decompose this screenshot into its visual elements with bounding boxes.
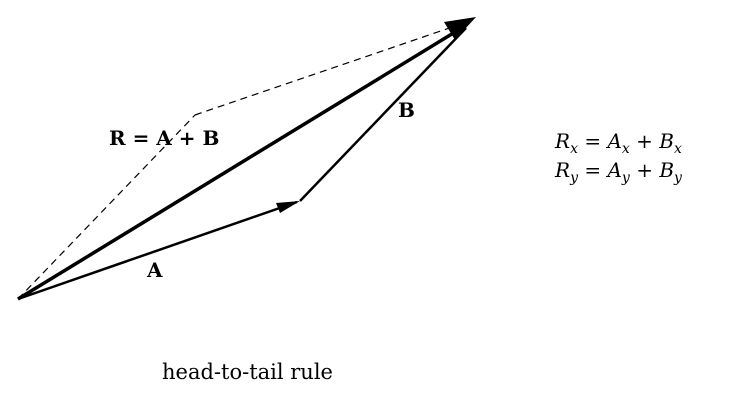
- vector-b-arrow: [299, 27, 467, 202]
- vector-a-arrow: [17, 200, 298, 301]
- vector-a-arrowhead: [276, 201, 300, 213]
- vector-a-label: A: [146, 258, 163, 282]
- vector-r-arrow: [17, 27, 461, 301]
- vector-b-label: B: [398, 98, 415, 122]
- dashed-line-a-shifted: [194, 20, 471, 116]
- equation-rx: Rx = Ax + Bx: [554, 129, 682, 157]
- equation-ry: Ry = Ay + By: [554, 158, 683, 186]
- resultant-label: R = A + B: [109, 126, 219, 150]
- diagram-caption: head-to-tail rule: [162, 360, 333, 384]
- dashed-line-b-shifted: [17, 114, 196, 300]
- vector-r-arrowhead: [444, 17, 476, 40]
